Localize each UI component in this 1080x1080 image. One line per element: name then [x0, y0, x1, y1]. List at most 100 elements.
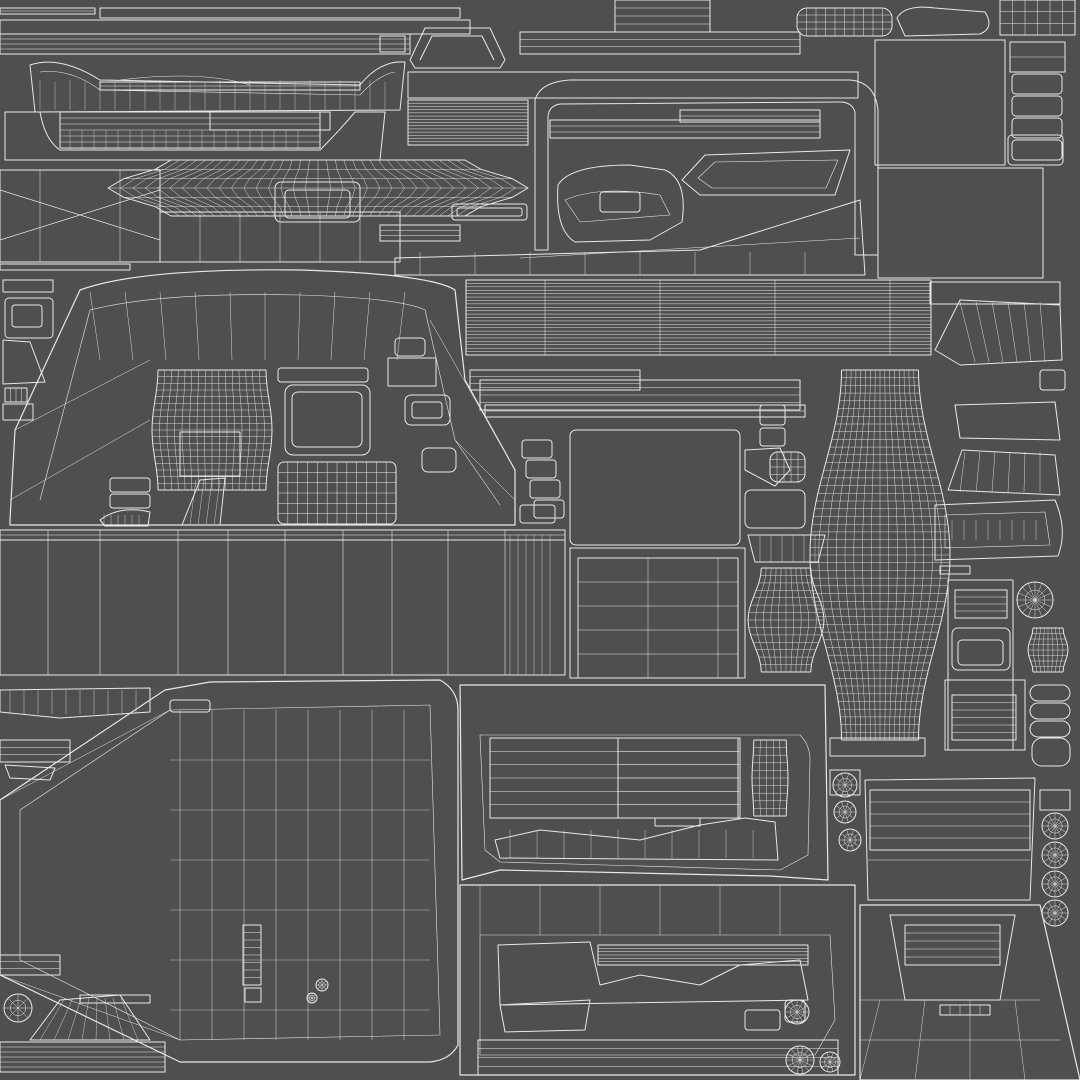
uv-edge: [826, 1061, 831, 1072]
uv-island-outline: [862, 369, 871, 741]
uv-island-outline: [2, 339, 46, 385]
uv-island-outline: [762, 567, 772, 673]
bottom-left-details: [0, 954, 166, 1073]
uv-island-outline: [459, 884, 856, 1076]
uv-island-outline: [194, 159, 232, 217]
uv-edge: [1048, 814, 1056, 827]
uv-edge: [1007, 134, 1064, 166]
uv-edge: [394, 337, 426, 357]
uv-edge: [957, 639, 1004, 666]
uv-edge: [79, 994, 151, 1004]
uv-edge: [124, 291, 134, 361]
uv-island-outline: [755, 567, 767, 673]
uv-edge: [454, 439, 516, 501]
uv-edge: [308, 994, 313, 999]
uv-island-outline: [387, 159, 418, 217]
uv-edge: [2, 403, 34, 421]
uv-edge: [1011, 139, 1063, 161]
uv-edge: [387, 357, 437, 387]
uv-edge: [787, 1059, 801, 1067]
uv-island-outline: [259, 369, 265, 491]
uv-island-outline: [844, 369, 862, 741]
uv-edge: [844, 811, 855, 819]
uv-edge: [874, 39, 1006, 166]
uv-edge: [796, 1011, 808, 1019]
uv-edge: [14, 359, 151, 431]
uv-island-outline: [779, 739, 782, 817]
uv-edge: [159, 291, 167, 361]
uv-edge: [189, 479, 197, 526]
uv-island-outline: [913, 369, 942, 741]
uv-edge: [451, 203, 528, 221]
uv-edge: [99, 7, 461, 19]
uv-edge: [826, 1052, 831, 1063]
uv-island-outline: [908, 369, 933, 741]
uv-island-outline: [795, 567, 802, 673]
uv-edge: [1054, 854, 1067, 862]
uv-edge: [1007, 451, 1011, 493]
uv-island-outline: [181, 159, 224, 217]
uv-edge: [959, 451, 966, 493]
uv-island-outline: [899, 370, 916, 740]
uv-island-outline: [169, 159, 215, 217]
uv-island-outline: [747, 567, 762, 673]
uv-island-outline: [681, 149, 851, 196]
uv-edge: [109, 477, 151, 493]
uv-island-outline: [778, 567, 782, 673]
uv-edge: [456, 207, 523, 217]
uv-edge: [877, 167, 1044, 279]
uv-edge: [39, 997, 66, 1041]
uv-edge: [846, 829, 851, 841]
uv-island-outline: [196, 370, 199, 490]
uv-island-outline: [447, 159, 504, 217]
uv-island-outline: [903, 370, 925, 740]
uv-island-outline: [99, 509, 151, 527]
uv-edge: [205, 479, 213, 526]
uv-edge: [821, 1055, 831, 1063]
uv-edge: [533, 499, 565, 519]
uv-edge: [297, 291, 301, 361]
uv-island-outline: [479, 734, 811, 871]
uv-edge: [104, 997, 111, 1041]
uv-edge: [169, 699, 211, 713]
uv-edge: [1054, 906, 1067, 914]
uv-island-outline: [810, 567, 825, 673]
uv-edge: [1054, 843, 1062, 856]
uv-edge: [939, 565, 971, 575]
uv-edge: [519, 504, 556, 524]
uv-edge: [944, 679, 1026, 751]
uv-edge: [421, 447, 457, 473]
uv-edge: [244, 987, 262, 1003]
uv-edge: [790, 1001, 798, 1013]
uv-edge: [1043, 819, 1056, 827]
uv-edge: [1034, 587, 1048, 601]
uv-edge: [799, 1046, 804, 1061]
uv-edge: [0, 974, 181, 1041]
uv-island-outline: [151, 369, 159, 491]
uv-island-outline: [785, 739, 789, 817]
uv-edge: [849, 833, 860, 841]
uv-edge: [321, 984, 327, 990]
uv-edge: [796, 1059, 801, 1074]
left-small-islands: [2, 279, 54, 421]
uv-island-outline: [896, 6, 990, 37]
uv-island-outline: [225, 370, 228, 490]
uv-island-outline: [499, 999, 591, 1033]
uv-edge: [1048, 825, 1056, 838]
uv-island-outline: [144, 159, 198, 217]
frame-island-top: [394, 71, 879, 276]
uv-edge: [841, 801, 846, 813]
uv-edge: [1007, 301, 1018, 363]
uv-island-outline: [934, 299, 1063, 366]
uv-edge: [1011, 95, 1063, 117]
uv-edge: [308, 997, 313, 1002]
uv-edge: [1023, 301, 1032, 363]
uv-edge: [1054, 912, 1067, 920]
uv-island-outline: [243, 159, 267, 217]
uv-island-outline: [497, 941, 809, 1006]
uv-edge: [849, 839, 860, 847]
uv-island-outline: [871, 370, 876, 740]
uv-island-outline: [809, 369, 842, 741]
uv-edge: [1054, 877, 1067, 885]
uv-edge: [317, 984, 323, 990]
